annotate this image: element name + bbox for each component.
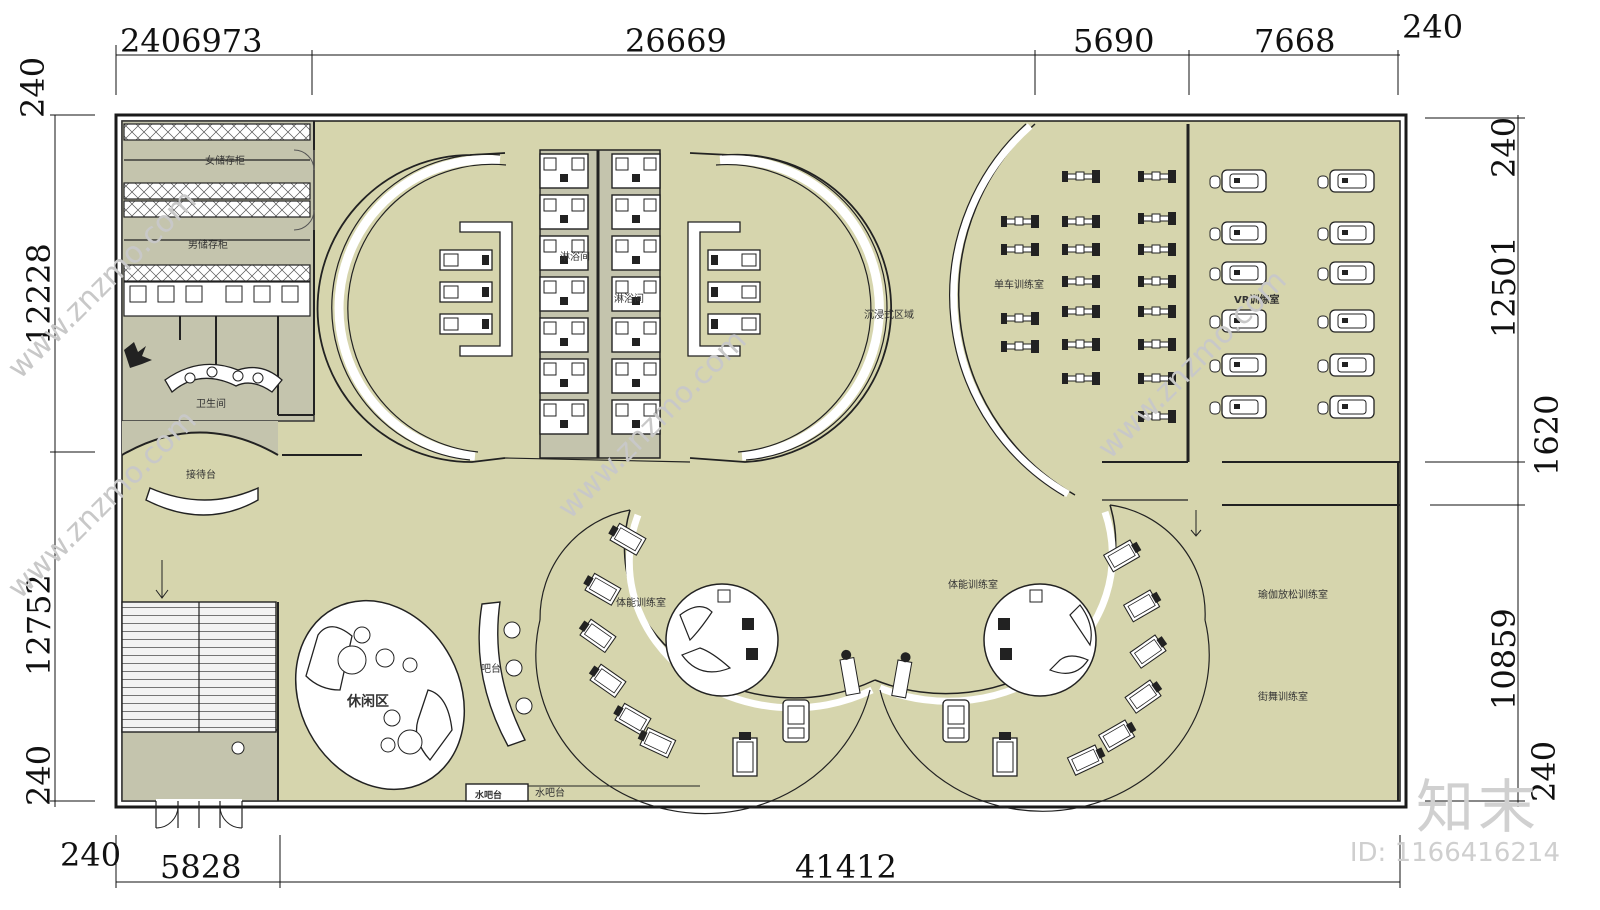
- label-stretch: 瑜伽放松训练室: [1258, 588, 1328, 601]
- cubicle-icon: [611, 358, 661, 394]
- label-bath: 淋浴间: [614, 292, 644, 305]
- plant-icon: [124, 342, 152, 368]
- toilet-icon: [281, 285, 299, 303]
- reception-backwall: [122, 421, 278, 455]
- dim-right-1: 12501: [1485, 236, 1523, 338]
- cubicle-icon: [539, 358, 589, 394]
- label-male-locker: 男储存柜: [188, 238, 228, 251]
- female-lockers-row-1: [123, 123, 311, 141]
- dim-top-4: 240: [1402, 8, 1463, 46]
- dim-left-1: 12228: [20, 243, 58, 345]
- cubicle-icon: [539, 194, 589, 230]
- label-fitness-right: 体能训练室: [948, 578, 998, 591]
- toilet-icon: [253, 285, 271, 303]
- dim-top-0: 2406973: [120, 22, 263, 60]
- bar-counter: [478, 601, 526, 747]
- label-street-dance: 街舞训练室: [1258, 690, 1308, 703]
- dim-bottom-2: 41412: [795, 848, 897, 886]
- image-id-label: ID: 1166416214: [1349, 838, 1560, 868]
- label-water-bar: 水吧台: [535, 786, 565, 799]
- dim-right-3: 10859: [1485, 608, 1523, 710]
- label-shower: 淋浴间: [560, 250, 590, 263]
- female-lockers-row-2: [123, 182, 311, 200]
- water-bar-box: [465, 783, 529, 802]
- male-lockers-row-1: [123, 200, 311, 218]
- label-immersive: 沉浸式区域: [864, 308, 914, 321]
- dim-right-2: 1620: [1528, 395, 1566, 476]
- label-female-locker: 女储存柜: [205, 154, 245, 167]
- toilet-icon: [185, 285, 203, 303]
- cubicle-icon: [611, 235, 661, 271]
- toilet-stalls: [123, 281, 311, 317]
- toilet-icon: [225, 285, 243, 303]
- reception-desk: [145, 486, 259, 516]
- label-lounge: 休闲区: [346, 693, 389, 710]
- label-reception: 接待台: [186, 468, 216, 481]
- cubicle-icon: [539, 317, 589, 353]
- label-bar: 吧台: [481, 662, 501, 675]
- dim-bottom-0: 240: [60, 836, 121, 874]
- label-bike-training: 单车训练室: [994, 278, 1044, 291]
- dim-top-3: 7668: [1254, 22, 1335, 60]
- cubicle-icon: [611, 194, 661, 230]
- toilet-icon: [129, 285, 147, 303]
- entrance-doors: [155, 799, 243, 829]
- cubicle-icon: [539, 276, 589, 312]
- dim-left-3: 240: [20, 745, 58, 806]
- label-restroom: 卫生间: [196, 397, 226, 410]
- dim-top-1: 26669: [625, 22, 727, 60]
- dim-bottom-1: 5828: [160, 848, 241, 886]
- dim-left-2: 12752: [20, 574, 58, 676]
- entry-vestibule: [121, 729, 279, 802]
- label-vr-training: VR训练室: [1234, 293, 1279, 306]
- dim-left-0: 240: [14, 57, 52, 118]
- cubicle-icon: [611, 317, 661, 353]
- label-water-bar-box: 水吧台: [475, 789, 502, 801]
- dim-right-4: 240: [1525, 741, 1563, 802]
- cubicle-icon: [611, 153, 661, 189]
- cubicle-icon: [539, 399, 589, 435]
- brand-watermark: 知末: [1415, 773, 1540, 841]
- male-lockers-row-2: [123, 264, 311, 282]
- round-platform-left: [665, 583, 779, 697]
- round-platform-right: [983, 583, 1097, 697]
- cubicle-icon: [539, 153, 589, 189]
- label-fitness-left: 体能训练室: [616, 596, 666, 609]
- dim-top-2: 5690: [1073, 22, 1154, 60]
- sink-counter: [164, 363, 283, 394]
- dim-right-0: 240: [1485, 117, 1523, 178]
- toilet-icon: [157, 285, 175, 303]
